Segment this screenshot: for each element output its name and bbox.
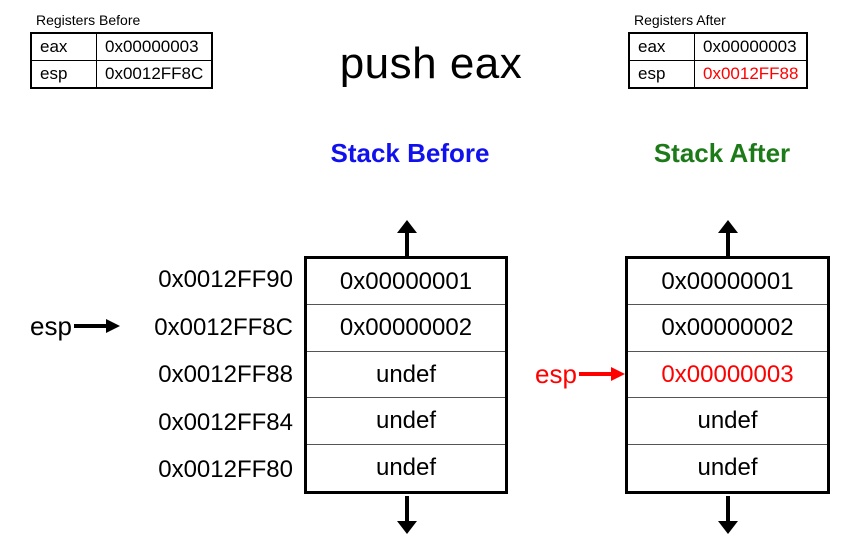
- arrow-head: [610, 367, 625, 381]
- registers-after-caption: Registers After: [634, 12, 726, 28]
- arrow-down-icon: [395, 496, 419, 534]
- register-name: esp: [30, 60, 97, 89]
- stack-cell: 0x00000001: [628, 259, 827, 306]
- stack-after-box: 0x00000001 0x00000002 0x00000003 undef u…: [625, 256, 830, 494]
- registers-before-block: Registers Before eax 0x00000003 esp 0x00…: [30, 12, 214, 89]
- arrow-shaft: [73, 324, 108, 328]
- register-name: esp: [628, 60, 695, 89]
- table-row: eax 0x00000003: [628, 32, 808, 61]
- arrow-head: [718, 521, 738, 534]
- stack-cell: undef: [307, 398, 505, 445]
- stack-before-box: 0x00000001 0x00000002 undef undef undef: [304, 256, 508, 494]
- registers-before-caption: Registers Before: [36, 12, 141, 28]
- arrow-shaft: [405, 496, 409, 524]
- arrow-head: [718, 220, 738, 233]
- stack-address: 0x0012FF80: [158, 456, 293, 484]
- arrow-shaft: [405, 230, 409, 258]
- arrow-up-icon: [716, 220, 740, 258]
- register-value-highlighted: 0x0012FF88: [694, 60, 808, 89]
- stack-after-heading: Stack After: [653, 138, 791, 168]
- registers-after-table: eax 0x00000003 esp 0x0012FF88: [628, 32, 809, 89]
- arrow-shaft: [726, 496, 730, 524]
- stack-before-heading: Stack Before: [330, 138, 490, 168]
- table-row: esp 0x0012FF88: [628, 60, 808, 89]
- esp-label: esp: [535, 359, 577, 389]
- arrow-down-icon: [716, 496, 740, 534]
- stack-cell: undef: [375, 453, 437, 481]
- arrow-shaft: [726, 230, 730, 258]
- registers-after-block: Registers After eax 0x00000003 esp 0x001…: [628, 12, 809, 89]
- arrow-shaft: [578, 372, 613, 376]
- instruction-title: push eax: [339, 39, 523, 88]
- registers-before-table: eax 0x00000003 esp 0x0012FF8C: [30, 32, 214, 89]
- esp-label: esp: [30, 311, 72, 341]
- register-name: eax: [30, 32, 97, 61]
- register-name: eax: [628, 32, 695, 61]
- arrow-head: [105, 319, 120, 333]
- stack-cell: 0x00000002: [307, 305, 505, 352]
- arrow-head: [397, 220, 417, 233]
- stack-cell: 0x00000002: [628, 305, 827, 352]
- stack-cell: 0x00000001: [307, 259, 505, 306]
- stack-address: 0x0012FF8C: [154, 313, 293, 341]
- register-value: 0x00000003: [694, 32, 808, 61]
- esp-pointer-before: esp: [30, 306, 120, 346]
- arrow-right-icon: [578, 367, 625, 381]
- stack-address: 0x0012FF84: [158, 408, 293, 436]
- stack-cell: undef: [307, 352, 505, 399]
- stack-address-column: 0x0012FF90 0x0012FF8C 0x0012FF88 0x0012F…: [118, 256, 293, 494]
- stack-address: 0x0012FF90: [158, 266, 293, 293]
- stack-address: 0x0012FF88: [158, 361, 293, 389]
- arrow-up-icon: [395, 220, 419, 258]
- stack-cell: undef: [697, 453, 758, 481]
- esp-pointer-after: esp: [535, 354, 625, 394]
- stack-cell: undef: [628, 398, 827, 445]
- arrow-head: [397, 521, 417, 534]
- arrow-right-icon: [73, 319, 120, 333]
- table-row: esp 0x0012FF8C: [30, 60, 213, 89]
- register-value: 0x0012FF8C: [96, 60, 213, 89]
- stack-cell-highlighted: 0x00000003: [628, 352, 827, 399]
